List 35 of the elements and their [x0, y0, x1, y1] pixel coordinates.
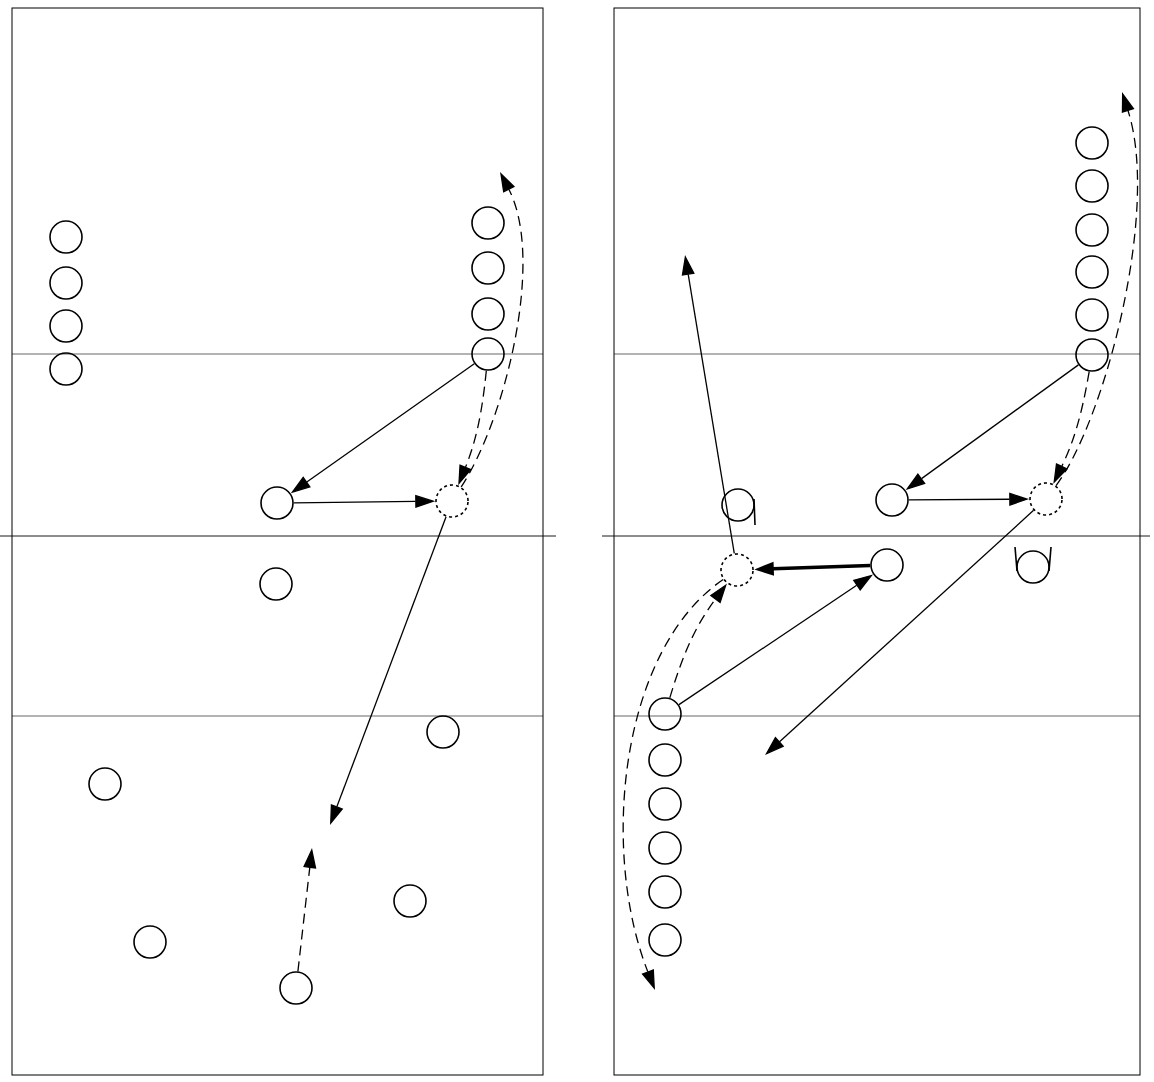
- player-circle: [435, 484, 469, 518]
- player-circle: [49, 309, 83, 343]
- player-circle: [49, 352, 83, 386]
- blocker-drawing: [1014, 546, 1052, 584]
- player-circle: [393, 884, 427, 918]
- player-circle: [471, 251, 505, 285]
- player-circle: [471, 337, 505, 371]
- player-circle: [720, 553, 754, 587]
- player-circle: [279, 971, 313, 1005]
- player-circle: [870, 548, 904, 582]
- player-circle: [1075, 255, 1109, 289]
- player-circle: [648, 697, 682, 731]
- player-circle: [1029, 482, 1063, 516]
- player-circle: [1075, 169, 1109, 203]
- arrow: [765, 509, 1035, 755]
- player-circle: [133, 925, 167, 959]
- player-circle: [260, 486, 294, 520]
- player-circle: [648, 875, 682, 909]
- player-circle: [875, 483, 909, 517]
- player-circle: [648, 923, 682, 957]
- player-circle: [49, 266, 83, 300]
- player-circle: [49, 220, 83, 254]
- player-circle: [648, 831, 682, 865]
- player-circle: [88, 767, 122, 801]
- player-circle: [471, 206, 505, 240]
- player-circle: [259, 567, 293, 601]
- player-circle: [1075, 213, 1109, 247]
- player-circle: [1075, 338, 1109, 372]
- blocker-drawing: [721, 488, 756, 526]
- player-circle: [1075, 298, 1109, 332]
- player-circle: [648, 787, 682, 821]
- player-circle: [471, 297, 505, 331]
- player-circle: [648, 743, 682, 777]
- player-circle: [1075, 126, 1109, 160]
- player-circle: [426, 715, 460, 749]
